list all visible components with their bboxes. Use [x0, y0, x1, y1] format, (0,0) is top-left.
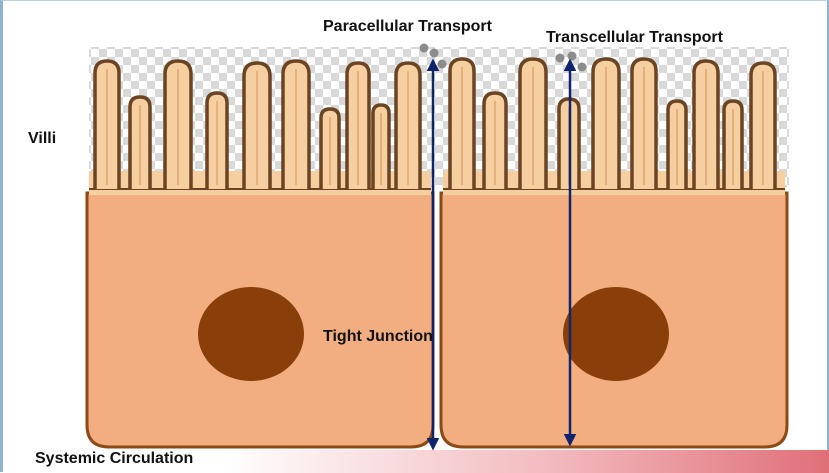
intestinal-epithelium-diagram: [3, 1, 829, 473]
particle: [568, 52, 577, 61]
right-nucleus: [563, 287, 669, 381]
transcellular-transport-label: Transcellular Transport: [546, 29, 723, 47]
left-nucleus: [198, 287, 304, 381]
villi-label: Villi: [28, 130, 56, 148]
particle: [578, 63, 587, 72]
particle: [420, 44, 429, 53]
paracellular-transport-label: Paracellular Transport: [323, 18, 492, 36]
tight-junction-label: Tight Junction: [323, 328, 433, 346]
systemic-circulation-band: [223, 450, 829, 473]
particle: [438, 60, 447, 69]
particle: [556, 54, 565, 63]
particle: [430, 49, 439, 58]
systemic-circulation-label: Systemic Circulation: [35, 450, 193, 468]
